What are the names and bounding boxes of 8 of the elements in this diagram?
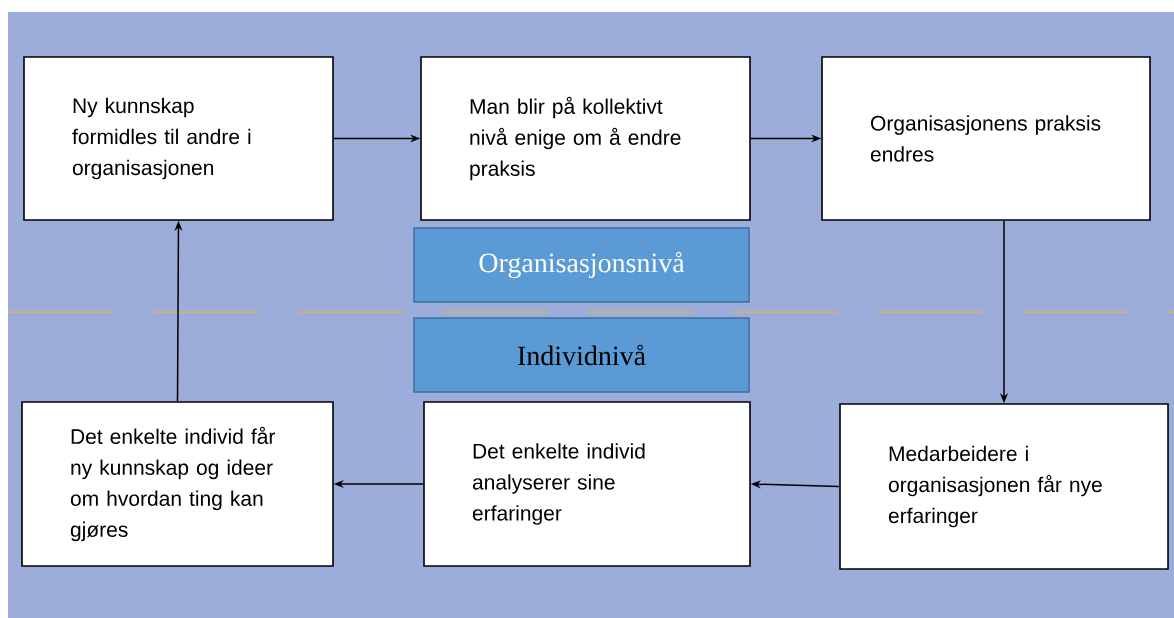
process-box: Det enkelte individ analyserer sine erfaringer — [423, 401, 751, 567]
process-box: Organisasjonens praksis endres — [821, 56, 1151, 221]
process-box: Ny kunnskap formidles til andre i organisasjonen — [23, 56, 334, 221]
level-box: Organisasjonsnivå — [413, 227, 750, 303]
process-box: Man blir på kollektivt nivå enige om å endre praksis — [420, 56, 751, 221]
process-box: Det enkelte individ får ny kunnskap og ideer om hvordan ting kan gjøres — [21, 401, 334, 567]
process-box: Medarbeidere i organisasjonen får nye erfaringer — [839, 403, 1169, 570]
level-box: Individnivå — [413, 317, 750, 393]
